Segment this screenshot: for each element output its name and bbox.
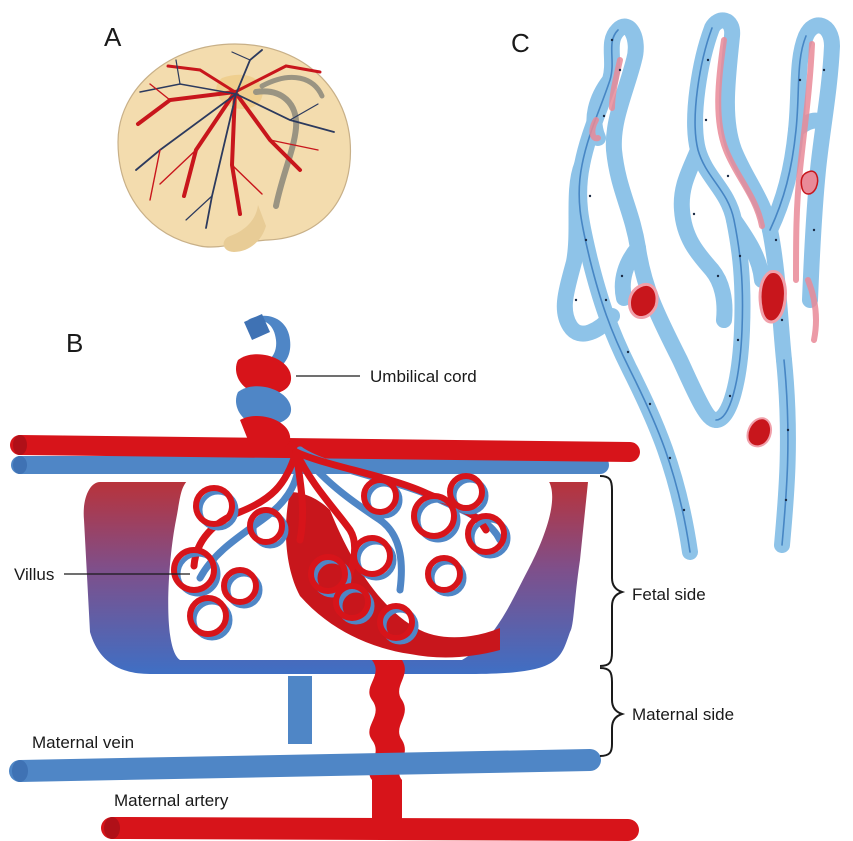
label-fetal-side: Fetal side [632,585,706,604]
maternal-vessels [12,760,628,839]
label-umbilical-cord: Umbilical cord [370,367,477,386]
fetal-side-bracket [600,476,622,666]
label-maternal-vein: Maternal vein [32,733,134,752]
label-maternal-artery: Maternal artery [114,791,229,810]
panel-letter-b: B [66,328,83,358]
label-maternal-side: Maternal side [632,705,734,724]
maternal-side-bracket [600,668,622,756]
spiral-artery [369,660,405,832]
panel-letter-c: C [511,28,530,58]
label-villus: Villus [14,565,54,584]
umbilical-cord [236,314,291,452]
fetal-vessels [13,435,630,474]
panel-letter-a: A [104,22,122,52]
panel-b: B [12,314,734,839]
panel-a: A [104,22,350,252]
